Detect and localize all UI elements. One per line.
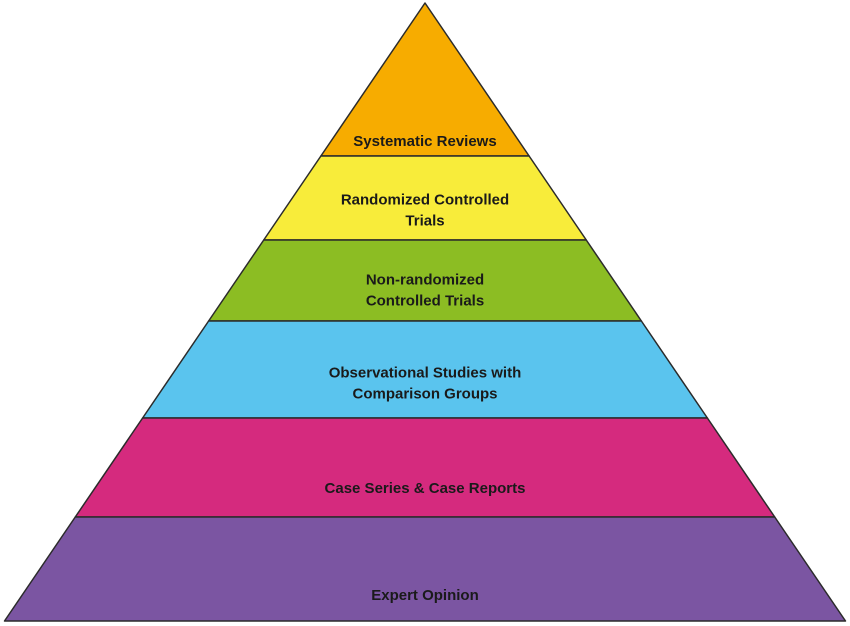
pyramid-layer-label-line: Non-randomized	[366, 272, 484, 289]
pyramid-layer-6	[3, 516, 847, 622]
pyramid-layer-5	[74, 417, 776, 518]
pyramid-layer-label-line: Controlled Trials	[366, 293, 484, 310]
pyramid-layer-label-6: Expert Opinion	[371, 587, 479, 604]
pyramid-layer-label-line: Observational Studies with	[329, 365, 522, 382]
pyramid-layer-label-line: Randomized Controlled	[341, 192, 509, 209]
pyramid-layer-label-line: Trials	[405, 213, 444, 230]
pyramid-layer-label-line: Comparison Groups	[352, 386, 497, 403]
pyramid-layers	[3, 2, 847, 622]
pyramid-layer-label-5: Case Series & Case Reports	[325, 480, 526, 497]
pyramid-layer-label-line: Systematic Reviews	[353, 133, 496, 150]
pyramid-layer-label-line: Expert Opinion	[371, 587, 479, 604]
pyramid-layer-label-line: Case Series & Case Reports	[325, 480, 526, 497]
pyramid-layer-label-1: Systematic Reviews	[353, 133, 496, 150]
